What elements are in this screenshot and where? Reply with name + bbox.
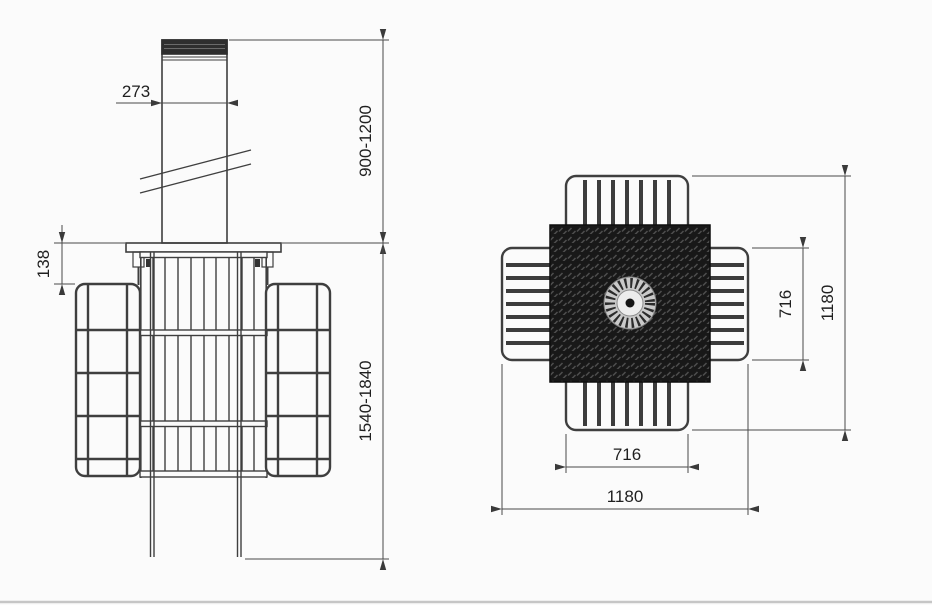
break-line [139,149,252,180]
wire-basket-right [264,282,332,478]
dim-label-inner-width: 716 [613,445,641,464]
side-view-dimension-labels: 273 900-1200 138 1540-1840 [34,82,375,442]
ground-plate [125,242,282,253]
plan-view-dimension-labels: 716 1180 716 1180 [607,285,837,506]
bollard-post [161,39,228,244]
dim-label-overall-height: 1180 [818,285,837,322]
plan-view-dimensions [491,165,851,515]
rosette-tick-ring [605,278,655,328]
dim-label-height-above-ground: 900-1200 [356,105,375,177]
wire-basket-left [74,282,142,478]
bolt-right [255,259,260,267]
bollard-cap [161,39,228,55]
plan-view [500,174,750,432]
bolt-left [146,259,151,267]
side-elevation-view [74,39,332,557]
dim-label-depth-below-ground: 1540-1840 [356,360,375,441]
dim-label-flange-depth: 138 [34,250,53,278]
dim-label-overall-width: 1180 [607,487,644,506]
dim-label-inner-height: 716 [776,290,795,318]
bollard-top-rosette [603,276,657,330]
break-line [139,163,252,194]
rosette-center-dot [625,298,635,308]
sleeve-shaft [149,252,242,557]
foundation-cage [139,251,268,478]
dim-label-post-width: 273 [122,82,150,101]
side-view-dimensions [54,29,389,570]
